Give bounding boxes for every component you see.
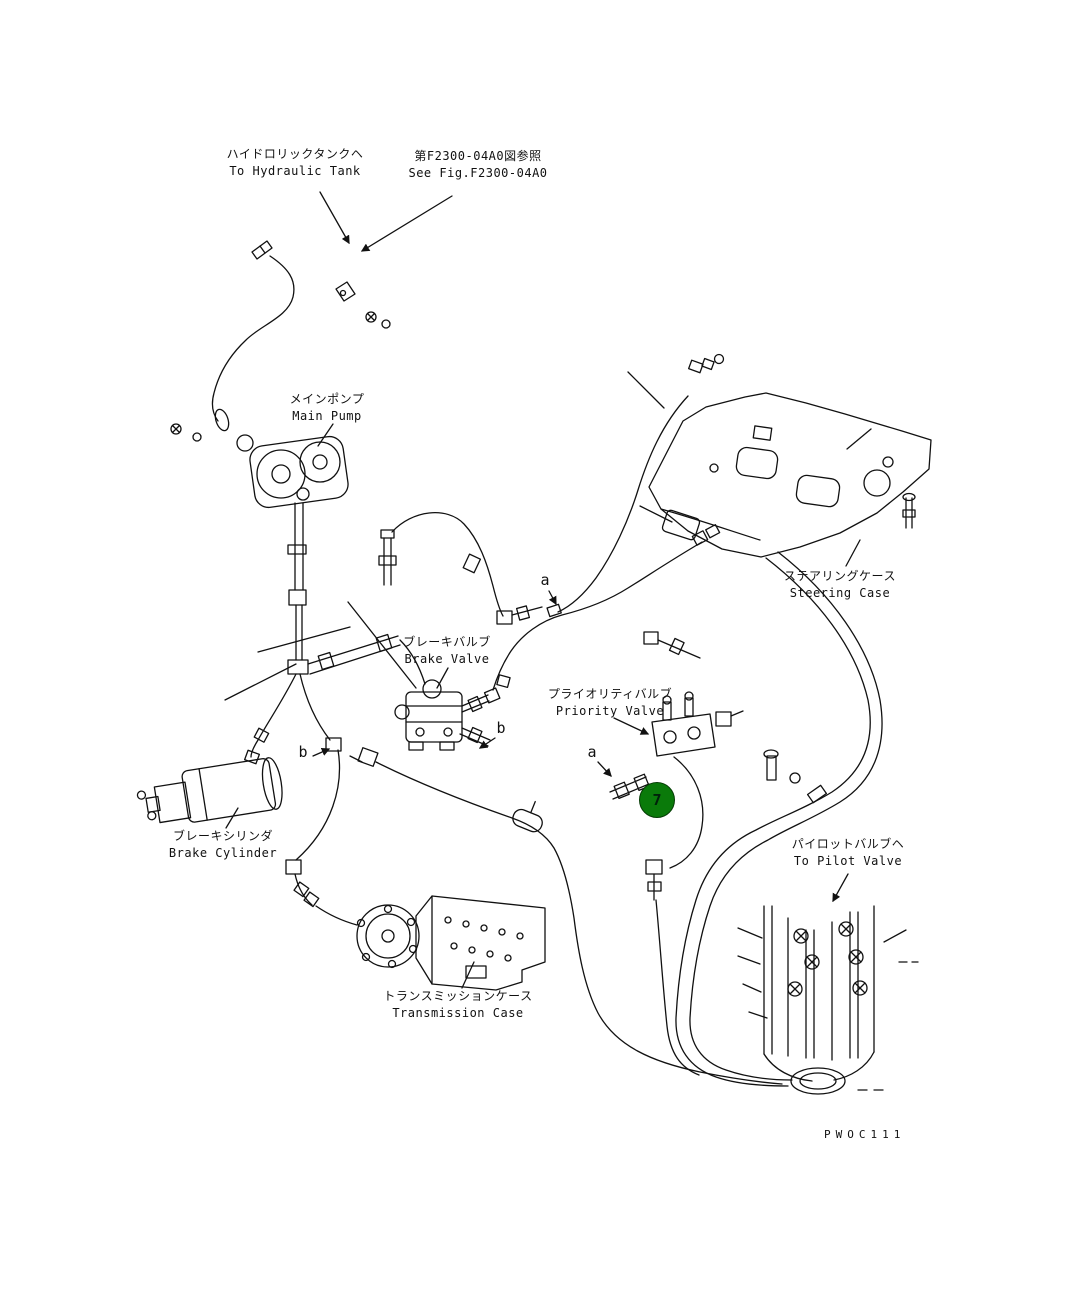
label-brake-valve-en: Brake Valve — [404, 651, 490, 666]
label-priority-valve-en: Priority Valve — [555, 703, 665, 718]
callout-item-7: 7 — [639, 782, 675, 818]
pump-outlet-line-art — [287, 502, 426, 685]
label-main-pump-en: Main Pump — [292, 408, 362, 423]
steering-hose-b-art — [492, 524, 721, 691]
brake-lines-art — [250, 673, 358, 926]
steering-hose-a-art — [546, 353, 725, 618]
label-priority-valve: プライオリティバルブ Priority Valve — [548, 686, 672, 720]
drawing-code: PWOC111 — [824, 1128, 906, 1141]
section-marker-a-lower: a — [587, 743, 597, 761]
steering-case-art — [627, 371, 932, 567]
pilot-valve-assembly-art — [737, 873, 919, 1095]
long-hoses-art — [675, 551, 883, 1087]
section-marker-b-left: b — [298, 743, 308, 761]
label-transmission-case-jp: トランスミッションケース — [383, 989, 533, 1003]
label-brake-cylinder-en: Brake Cylinder — [168, 845, 278, 860]
label-brake-valve: ブレーキバルブ Brake Valve — [403, 634, 491, 668]
label-brake-cylinder-jp: ブレーキシリンダ — [172, 829, 273, 843]
main-pump-art — [170, 423, 349, 509]
mid-fitting-hose-art — [378, 512, 543, 625]
section-marker-b-right: b — [496, 719, 506, 737]
label-transmission-case: トランスミッションケース Transmission Case — [383, 988, 532, 1022]
label-steering-case-en: Steering Case — [789, 585, 891, 600]
label-priority-valve-jp: プライオリティバルブ — [547, 687, 673, 701]
priority-valve-art — [597, 631, 801, 1076]
section-marker-a-upper: a — [540, 571, 550, 589]
label-see-fig-en: See Fig.F2300-04A0 — [408, 165, 548, 180]
label-to-hydraulic-tank: ハイドロリックタンクヘ To Hydraulic Tank — [227, 146, 364, 180]
label-to-pilot-valve-jp: パイロットバルブヘ — [791, 837, 905, 851]
label-steering-case-jp: ステアリングケース — [784, 569, 896, 583]
label-brake-cylinder: ブレーキシリンダ Brake Cylinder — [169, 828, 277, 862]
label-to-pilot-valve: パイロットバルブヘ To Pilot Valve — [792, 836, 905, 870]
transmission-case-art — [356, 895, 546, 991]
label-main-pump-jp: メインポンプ — [289, 392, 365, 406]
label-to-pilot-valve-en: To Pilot Valve — [793, 853, 903, 868]
label-brake-valve-jp: ブレーキバルブ — [403, 635, 491, 649]
label-steering-case: ステアリングケース Steering Case — [784, 568, 896, 602]
brake-cylinder-art — [136, 749, 283, 829]
label-see-fig-reference: 第F2300-04A0図参照 See Fig.F2300-04A0 — [408, 148, 547, 182]
label-to-hydraulic-tank-jp: ハイドロリックタンクヘ — [226, 147, 364, 161]
label-transmission-case-en: Transmission Case — [392, 1005, 524, 1020]
brake-valve-art — [224, 601, 501, 751]
label-main-pump: メインポンプ Main Pump — [290, 391, 365, 425]
lower-loop-hose-art — [349, 747, 783, 1085]
hose-to-hydraulic-tank-art — [211, 191, 453, 432]
label-to-hydraulic-tank-en: To Hydraulic Tank — [229, 163, 361, 178]
label-see-fig-jp: 第F2300-04A0図参照 — [414, 149, 542, 163]
